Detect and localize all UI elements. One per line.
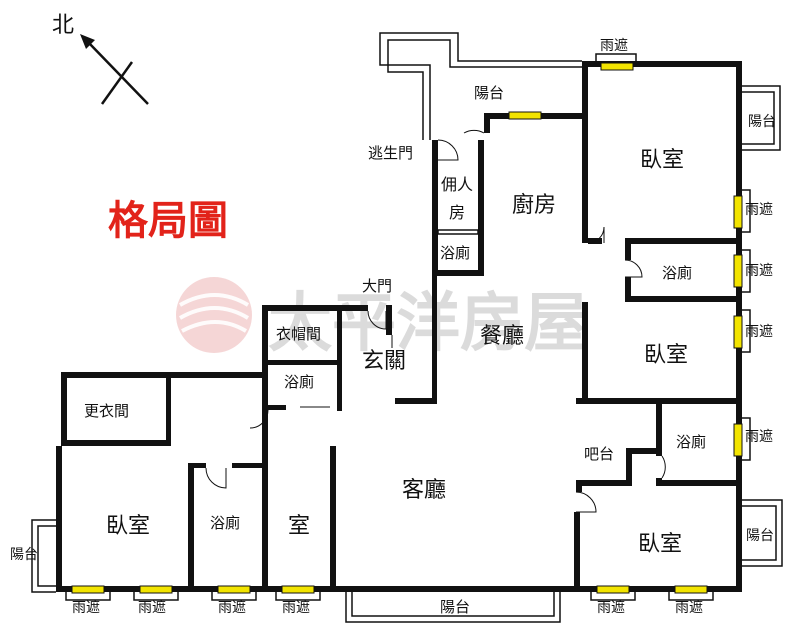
watermark-text: 太平洋房屋 bbox=[268, 287, 588, 361]
label-bedroom-ne: 臥室 bbox=[640, 148, 684, 173]
canopy-label: 雨遮 bbox=[282, 600, 310, 616]
door-swings bbox=[166, 129, 666, 513]
canopy-label: 雨遮 bbox=[218, 600, 246, 616]
canopy-label: 雨遮 bbox=[597, 600, 625, 616]
label-balcony-top: 陽台 bbox=[474, 84, 504, 102]
watermark-logo bbox=[176, 277, 252, 353]
label-bedroom-se: 臥室 bbox=[638, 532, 682, 557]
canopy-label: 雨遮 bbox=[745, 202, 773, 218]
north-label: 北 bbox=[52, 13, 74, 38]
label-bedroom-w: 臥室 bbox=[106, 514, 150, 539]
label-main-door: 大門 bbox=[362, 277, 392, 295]
label-escape-door: 逃生門 bbox=[368, 144, 413, 162]
label-balcony-ne: 陽台 bbox=[748, 114, 776, 130]
label-room-small: 室 bbox=[288, 514, 310, 539]
label-bar: 吧台 bbox=[584, 445, 614, 463]
canopy-label: 雨遮 bbox=[138, 600, 166, 616]
north-compass: 北 bbox=[52, 13, 149, 105]
label-maid-room-1: 佣人 bbox=[441, 175, 473, 194]
canopy-label: 雨遮 bbox=[72, 600, 100, 616]
balconies bbox=[31, 32, 783, 623]
label-bedroom-e: 臥室 bbox=[644, 343, 688, 368]
canopy-label: 雨遮 bbox=[745, 324, 773, 340]
windows bbox=[71, 62, 743, 594]
canopy-brackets bbox=[65, 53, 751, 601]
plan-title: 格局圖 bbox=[108, 198, 228, 244]
label-maid-room-2: 房 bbox=[449, 203, 465, 222]
canopy-label: 雨遮 bbox=[745, 263, 773, 279]
label-dining: 餐廳 bbox=[480, 324, 524, 349]
label-kitchen: 廚房 bbox=[512, 193, 556, 218]
canopy-label: 雨遮 bbox=[600, 38, 628, 54]
canopy-label: 雨遮 bbox=[745, 429, 773, 445]
label-maid-bath: 浴廁 bbox=[440, 244, 470, 262]
label-balcony-bottom: 陽台 bbox=[440, 598, 470, 616]
label-balcony-w: 陽台 bbox=[10, 547, 38, 563]
label-balcony-e: 陽台 bbox=[746, 528, 774, 544]
label-bath-ne: 浴廁 bbox=[662, 264, 692, 282]
label-living: 客廳 bbox=[402, 478, 446, 503]
label-cloakroom: 衣帽間 bbox=[276, 325, 321, 343]
label-bath-w: 浴廁 bbox=[210, 514, 240, 532]
label-entry-bath: 浴廁 bbox=[284, 373, 314, 391]
label-bath-se: 浴廁 bbox=[676, 433, 706, 451]
label-dressing: 更衣間 bbox=[84, 402, 129, 420]
label-entry: 玄關 bbox=[362, 349, 406, 374]
canopy-label: 雨遮 bbox=[675, 600, 703, 616]
